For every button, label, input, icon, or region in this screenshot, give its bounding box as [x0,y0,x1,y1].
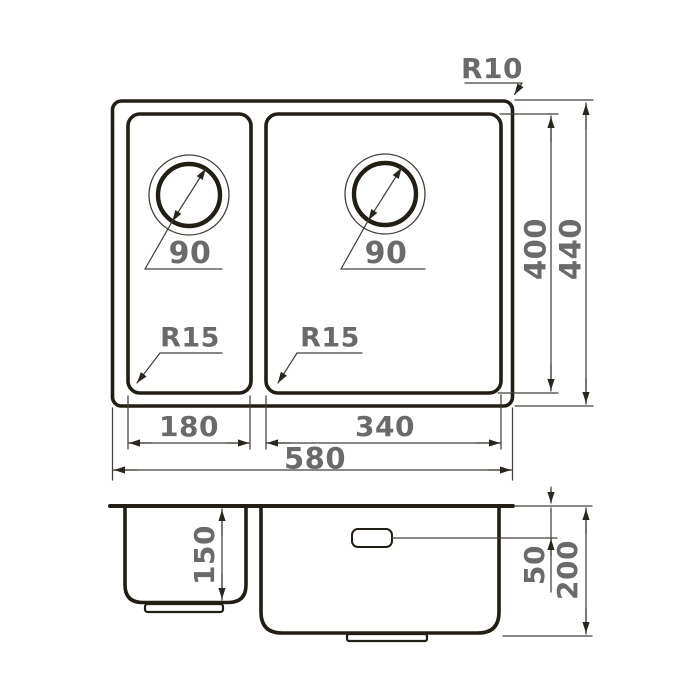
depth-dimensions [497,99,594,407]
dim-label-right-drain-diameter: 90 [364,236,408,271]
dim-label-overall-width: 580 [283,441,347,476]
dim-label-inner-length: 400 [518,217,553,281]
right-drain-flange [345,632,429,643]
right-drain [340,153,426,270]
width-dimensions [111,394,514,481]
left-drain-flange [143,602,225,614]
right-bowl-outline [264,112,503,395]
rim-radius-leader [464,82,524,96]
dim-label-right-bowl-width: 340 [355,410,415,443]
dim-label-overall-depth: 200 [551,540,584,600]
dim-label-left-bowl-width: 180 [159,410,219,443]
side-view [108,486,593,643]
dim-label-right-bowl-corner-radius: R15 [300,322,360,354]
dim-label-left-drain-diameter: 90 [168,236,212,271]
dim-label-left-bowl-corner-radius: R15 [160,322,220,354]
height-dimensions [502,486,593,637]
right-bowl-radius-leader [277,352,363,384]
overflow-opening [351,528,393,548]
left-bowl-outline [126,112,253,395]
dim-label-overflow-offset: 50 [518,545,551,585]
dim-label-outer-length: 440 [553,217,588,281]
left-bowl-radius-leader [136,352,223,384]
left-drain [144,154,230,270]
right-bowl-profile [259,506,501,635]
dim-label-outer-corner-radius: R10 [460,52,524,85]
top-view [110,82,594,481]
dim-label-left-bowl-depth: 150 [188,525,221,585]
left-bowl-profile [123,506,248,605]
outer-rim-outline [110,99,515,408]
